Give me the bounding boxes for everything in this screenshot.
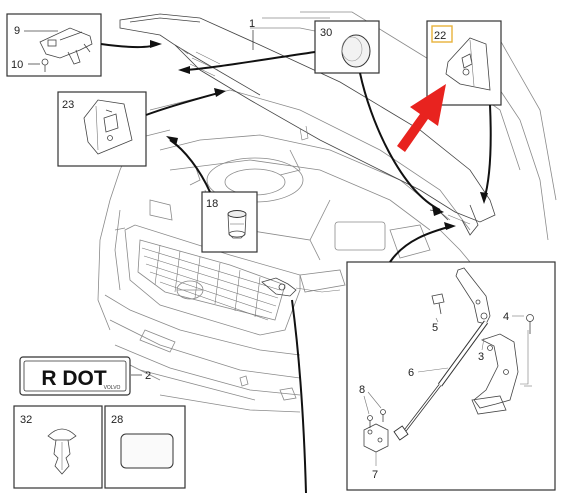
badge-brand-text: VOLVO — [104, 385, 121, 391]
screw-8a-icon — [367, 415, 373, 428]
callout-22: 22 — [434, 30, 446, 42]
clip-bracket-icon — [83, 99, 133, 155]
callout-2: 2 — [145, 370, 151, 382]
pad-icon — [120, 433, 174, 469]
lead-23 — [145, 91, 223, 116]
push-clip-icon — [47, 428, 77, 475]
lead-22 — [483, 104, 492, 201]
callout-4: 4 — [503, 311, 509, 323]
badge-text: R DOT — [41, 367, 107, 390]
callout-7: 7 — [372, 469, 378, 481]
screw-8b-icon — [380, 409, 386, 422]
gas-strut-icon — [393, 320, 489, 441]
rubber-stop-icon — [445, 37, 491, 91]
lead-30b — [359, 72, 441, 211]
lower-hinge-bracket — [473, 333, 519, 409]
hood-latch — [261, 277, 341, 297]
callout-18: 18 — [206, 198, 218, 210]
detail-box-9-10: 9 10 — [6, 13, 102, 77]
hinge-bracket-icon — [39, 27, 93, 65]
badge-r-dot: R DOT VOLVO — [19, 356, 131, 396]
callout-9: 9 — [14, 25, 20, 37]
hood-part — [119, 13, 496, 236]
callout-8: 8 — [359, 384, 365, 396]
round-plug-icon — [341, 34, 371, 68]
lead-30 — [182, 51, 316, 71]
callout-30: 30 — [320, 27, 332, 39]
bracket-7-icon — [363, 423, 389, 453]
detail-box-strut: 5 4 3 6 8 7 — [346, 261, 556, 491]
detail-box-30: 30 — [314, 20, 380, 74]
lead-latch — [291, 299, 307, 494]
grommet-icon — [227, 210, 247, 239]
detail-box-23: 23 — [57, 91, 147, 167]
bolt-5-icon — [431, 293, 445, 315]
callout-32: 32 — [20, 414, 32, 426]
detail-box-32: 32 — [13, 405, 103, 489]
callout-28: 28 — [111, 414, 123, 426]
callout-6: 6 — [408, 367, 414, 379]
bolt-4-icon — [526, 314, 534, 334]
callout-1: 1 — [249, 18, 255, 30]
detail-box-18: 18 — [201, 191, 258, 253]
red-pointer-arrow — [397, 84, 446, 152]
detail-box-28: 28 — [104, 405, 186, 489]
callout-5: 5 — [432, 322, 438, 334]
screw-icon — [41, 58, 49, 72]
lead-9 — [100, 43, 159, 48]
callout-3: 3 — [478, 351, 484, 363]
callout-10: 10 — [11, 59, 23, 71]
highlight-frame — [431, 25, 453, 43]
callout-23: 23 — [62, 99, 74, 111]
